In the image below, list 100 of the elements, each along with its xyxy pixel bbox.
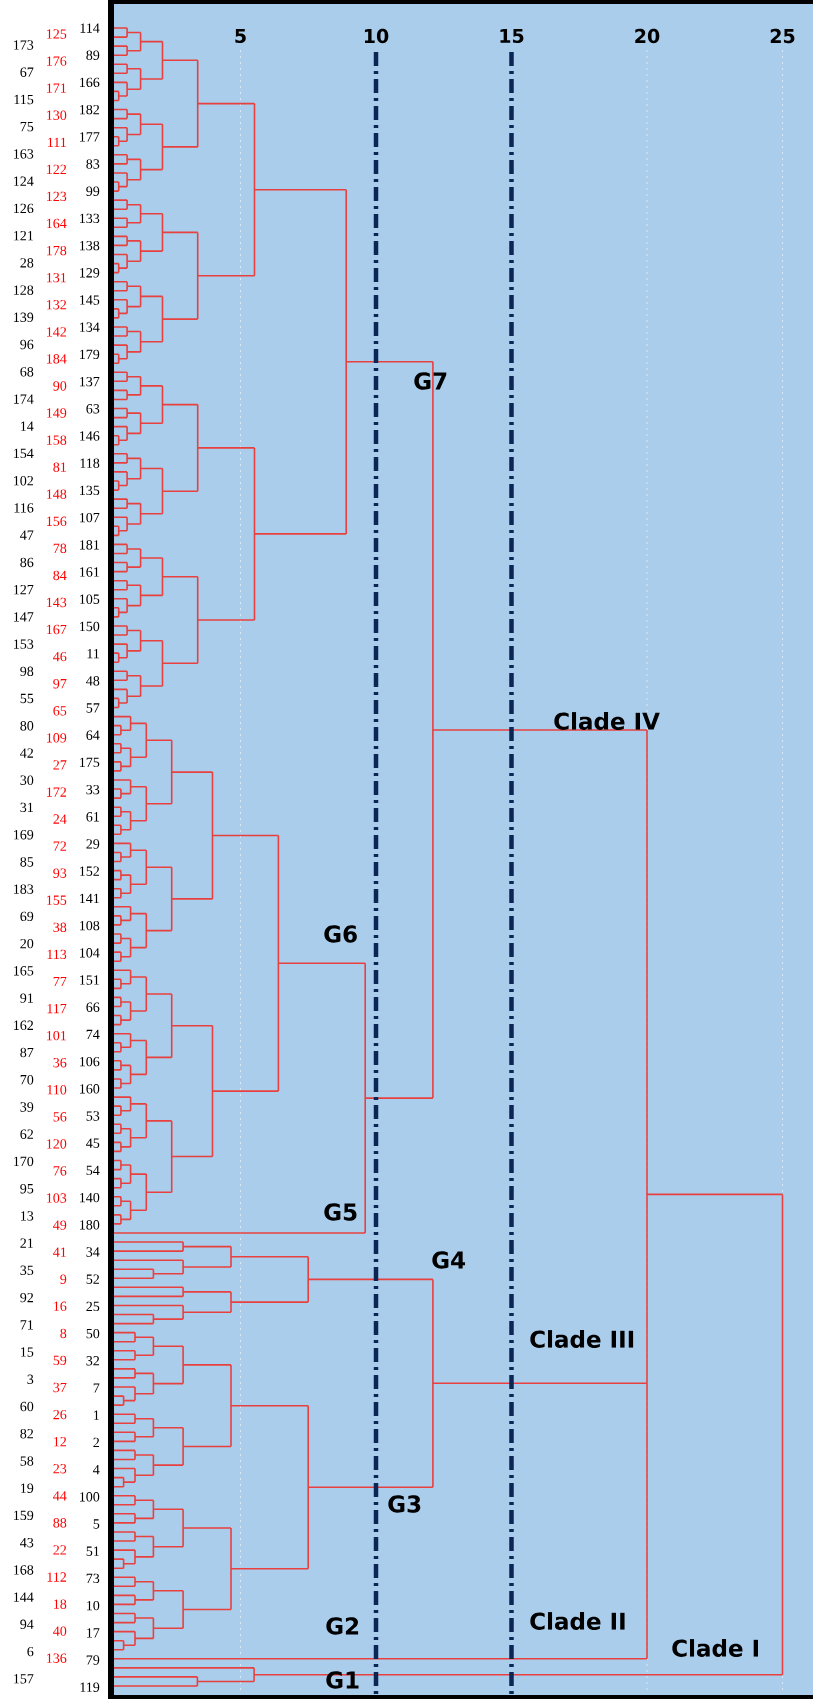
- leaf-label: 145: [80, 295, 100, 305]
- leaf-label: 178: [47, 245, 67, 256]
- leaf-label: 82: [20, 1429, 34, 1439]
- leaf-label: 90: [53, 381, 67, 391]
- leaf-label: 106: [80, 1056, 100, 1067]
- leaf-label: 115: [14, 94, 34, 105]
- leaf-label: 175: [80, 757, 100, 768]
- leaf-label: 45: [86, 1138, 100, 1148]
- axis-tick-label: 25: [770, 28, 795, 44]
- leaf-label: 78: [53, 543, 67, 554]
- leaf-label: 140: [80, 1192, 100, 1203]
- leaf-label: 24: [53, 814, 67, 824]
- leaf-label: 48: [86, 676, 100, 686]
- leaf-label: 69: [20, 911, 34, 922]
- leaf-label: 4: [93, 1465, 100, 1475]
- leaf-label: 35: [20, 1265, 34, 1275]
- leaf-label: 76: [53, 1166, 67, 1176]
- leaf-label: 22: [53, 1545, 67, 1555]
- leaf-label: 3: [27, 1374, 34, 1384]
- leaf-label: 12: [54, 1436, 67, 1447]
- leaf-label: 146: [80, 431, 100, 441]
- cluster-label: G4: [432, 1251, 466, 1269]
- leaf-label: 97: [53, 679, 67, 689]
- leaf-label: 160: [80, 1084, 100, 1094]
- leaf-label: 184: [47, 354, 67, 364]
- leaf-label: 31: [20, 802, 33, 813]
- leaf-label: 103: [47, 1193, 67, 1203]
- leaf-label: 59: [53, 1355, 67, 1366]
- leaf-label: 114: [80, 23, 100, 33]
- leaf-label: 86: [20, 557, 34, 568]
- leaf-label: 70: [20, 1075, 34, 1085]
- leaf-label: 93: [53, 868, 67, 878]
- leaf-label: 156: [47, 516, 67, 526]
- leaf-label: 143: [47, 597, 67, 608]
- leaf-label: 66: [86, 1002, 100, 1012]
- leaf-label: 125: [47, 29, 67, 39]
- leaf-label: 94: [20, 1619, 34, 1629]
- axis-tick-label: 10: [364, 28, 389, 44]
- leaf-label: 122: [47, 164, 67, 174]
- leaf-label: 67: [20, 67, 34, 77]
- leaf-label: 133: [80, 213, 100, 224]
- leaf-label: 157: [14, 1674, 34, 1684]
- leaf-label: 58: [20, 1456, 34, 1466]
- leaf-label: 49: [53, 1220, 67, 1230]
- cluster-label: Clade I: [672, 1639, 758, 1657]
- leaf-label: 179: [80, 349, 100, 360]
- leaf-label: 144: [14, 1592, 34, 1602]
- leaf-label: 61: [86, 812, 99, 822]
- leaf-label: 47: [20, 530, 34, 540]
- leaf-label: 41: [53, 1247, 66, 1257]
- cluster-label: Clade IV: [554, 712, 660, 730]
- leaf-label: 150: [80, 621, 100, 632]
- leaf-label: 32: [86, 1356, 100, 1366]
- leaf-label: 112: [47, 1572, 67, 1582]
- leaf-label: 6: [27, 1646, 34, 1657]
- leaf-label: 27: [53, 760, 67, 770]
- leaf-label: 159: [14, 1510, 34, 1521]
- leaf-label: 63: [86, 404, 100, 414]
- leaf-label: 137: [80, 376, 100, 387]
- leaf-label: 7: [93, 1383, 100, 1393]
- axis-tick-label: 15: [500, 28, 524, 44]
- leaf-label: 80: [20, 721, 34, 731]
- leaf-label: 120: [47, 1139, 67, 1149]
- leaf-label: 5: [93, 1519, 100, 1529]
- leaf-label: 95: [20, 1184, 34, 1194]
- leaf-label: 81: [53, 462, 66, 472]
- leaf-label: 30: [20, 775, 34, 785]
- leaf-label: 109: [47, 733, 67, 743]
- leaf-label: 111: [48, 137, 66, 147]
- leaf-label: 172: [47, 787, 67, 797]
- leaf-label: 64: [86, 730, 100, 740]
- leaf-label: 162: [14, 1020, 34, 1030]
- leaf-label: 136: [47, 1653, 67, 1663]
- leaf-label: 104: [80, 948, 100, 958]
- leaf-label: 39: [20, 1102, 34, 1112]
- leaf-label: 43: [20, 1538, 34, 1548]
- leaf-label: 161: [80, 567, 99, 577]
- cluster-label: G1: [326, 1671, 359, 1689]
- leaf-label: 29: [86, 839, 100, 849]
- leaf-label: 110: [47, 1085, 67, 1095]
- cluster-label: G5: [324, 1203, 357, 1221]
- leaf-label: 21: [20, 1238, 33, 1248]
- cluster-label: G2: [326, 1617, 359, 1635]
- leaf-label: 123: [47, 191, 67, 202]
- leaf-label: 151: [80, 975, 99, 985]
- leaf-label: 18: [54, 1599, 67, 1609]
- leaf-label: 149: [47, 408, 67, 418]
- leaf-label: 84: [53, 570, 67, 581]
- leaf-label: 73: [86, 1573, 100, 1584]
- leaf-label: 40: [53, 1626, 67, 1636]
- leaf-label: 15: [21, 1347, 34, 1357]
- leaf-label: 38: [53, 922, 67, 933]
- leaf-label: 166: [80, 77, 100, 88]
- leaf-label: 11: [87, 649, 99, 659]
- leaf-label: 183: [14, 884, 34, 894]
- leaf-label: 167: [47, 624, 67, 635]
- axis-tick-label: 20: [635, 28, 660, 44]
- leaf-label: 71: [20, 1320, 33, 1330]
- leaf-label: 10: [87, 1600, 100, 1611]
- leaf-label: 100: [80, 1492, 100, 1502]
